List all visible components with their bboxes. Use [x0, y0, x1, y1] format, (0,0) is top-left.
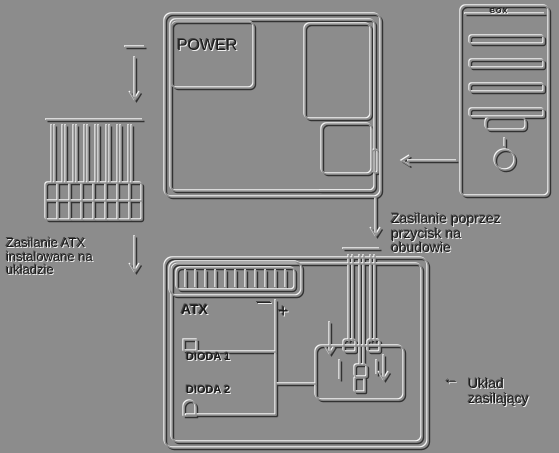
- power-module-area: [171, 21, 255, 89]
- led1-label: DIODA 1: [186, 351, 231, 363]
- power-circuit: [315, 248, 405, 401]
- drive-bay-area: [304, 23, 372, 120]
- atx-cable-connector: [45, 46, 145, 274]
- atx-power-label: Zasilanie ATX instalowane na układzie: [6, 236, 93, 277]
- tower-case: [460, 5, 550, 197]
- case-power-line1: Zasilanie poprzez: [391, 210, 501, 226]
- atx-power-line3: układzie: [6, 262, 54, 278]
- led1-symbol: [183, 339, 198, 352]
- case-power-label: Zasilanie poprzez przycisk na obudowie: [391, 211, 501, 255]
- computer-front-panel: [164, 13, 382, 198]
- power-label: POWER: [177, 37, 238, 54]
- circuit-label: Układ zasilający: [468, 376, 529, 405]
- box-label: BOX: [490, 8, 509, 15]
- arrow-case-to-board: [370, 197, 382, 238]
- drive-slot-3: [469, 83, 545, 93]
- led2-symbol: [183, 400, 197, 417]
- circuit-line1: Układ: [468, 375, 504, 391]
- case-switch: [372, 149, 379, 174]
- circuit-arrow-icon: ←: [443, 371, 459, 388]
- atx-power-line2: instalowane na: [6, 248, 93, 264]
- arrow-tower-to-switch: [400, 155, 457, 167]
- led2-label: DIODA 2: [186, 384, 231, 396]
- button-area: [321, 123, 373, 175]
- plus-label: +: [278, 301, 289, 321]
- minus-label: —: [257, 293, 271, 309]
- case-power-line2: przycisk na: [391, 224, 462, 241]
- drive-slot-4: [469, 108, 545, 118]
- atx-power-line1: Zasilanie ATX: [6, 235, 86, 250]
- atx-socket: [169, 261, 303, 297]
- cable-wires: [51, 125, 133, 183]
- case-power-line3: obudowie: [391, 239, 451, 256]
- drive-slot-1: [469, 35, 545, 45]
- drive-slot-2: [469, 59, 545, 69]
- atx-label: ATX: [181, 301, 208, 317]
- tower-power-button: [494, 149, 516, 171]
- motherboard: [164, 257, 429, 449]
- floppy-slot: [485, 117, 527, 131]
- circuit-line2: zasilający: [468, 389, 529, 406]
